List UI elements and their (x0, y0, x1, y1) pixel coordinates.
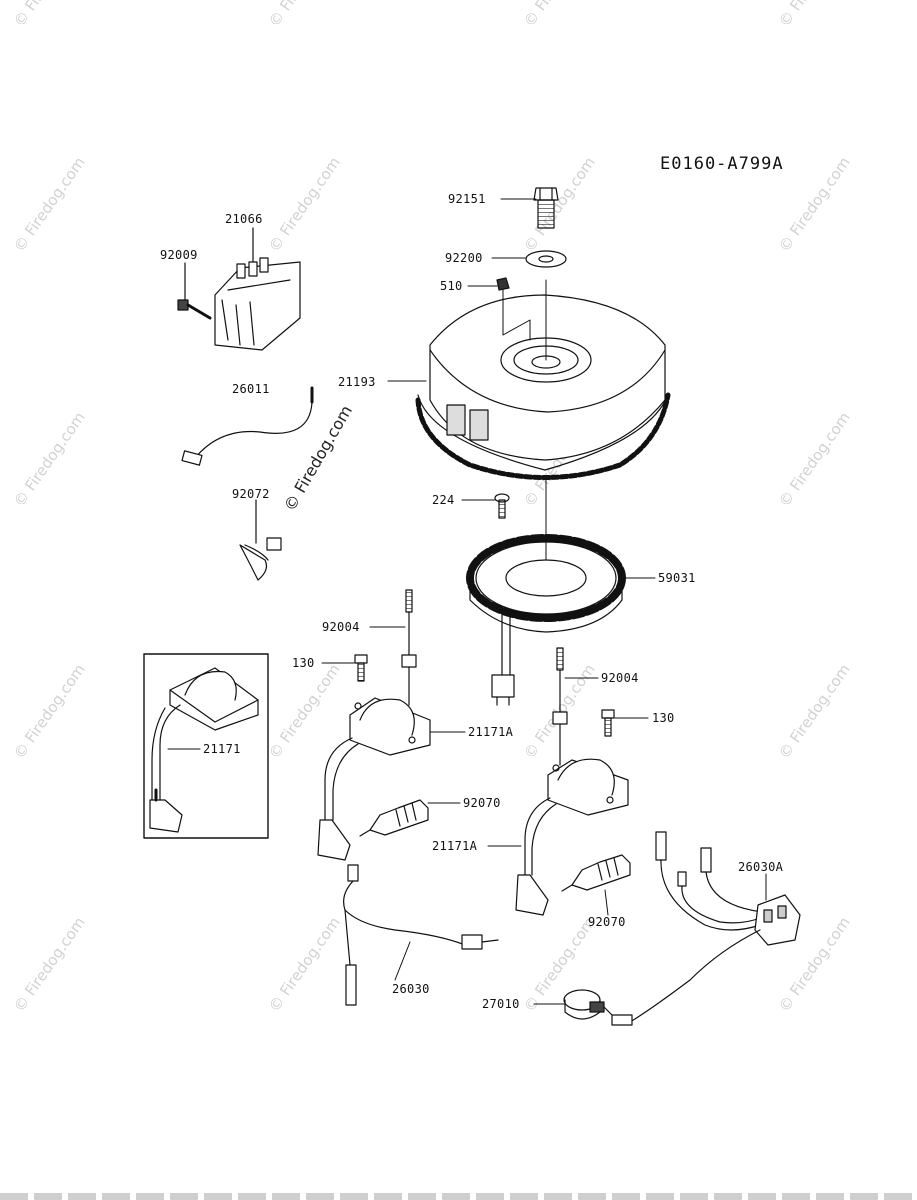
screw-92009 (177, 262, 212, 320)
spark-plug-92070-left (359, 799, 429, 837)
part-label-26011: 26011 (232, 382, 270, 396)
diagram-code: E0160-A799A (660, 154, 784, 174)
part-label-27010: 27010 (482, 997, 520, 1011)
washer-92200 (525, 250, 567, 268)
regulator-21066 (214, 227, 301, 351)
bolt-92151 (533, 187, 559, 229)
part-label-21171: 21171 (203, 742, 241, 756)
part-label-510: 510 (440, 279, 463, 293)
switch-27010 (563, 989, 613, 1020)
part-label-92072: 92072 (232, 487, 270, 501)
part-label-92009: 92009 (160, 248, 198, 262)
harness-26030 (343, 864, 499, 1006)
part-label-224: 224 (432, 493, 455, 507)
part-label-21066: 21066 (225, 212, 263, 226)
terminal-92004-left (401, 589, 417, 706)
leader-lines (167, 198, 767, 1005)
part-label-92004-left: 92004 (322, 620, 360, 634)
flywheel-21193 (415, 279, 671, 480)
page-bottom-edge (0, 1193, 917, 1200)
stator-59031 (466, 479, 626, 706)
part-label-92070-left: 92070 (463, 796, 501, 810)
part-label-92200: 92200 (445, 251, 483, 265)
part-label-26030: 26030 (392, 982, 430, 996)
bolt-224 (494, 493, 510, 519)
part-label-21193: 21193 (338, 375, 376, 389)
part-label-21171A-right: 21171A (432, 839, 478, 853)
part-label-92004-right: 92004 (601, 671, 639, 685)
part-label-59031: 59031 (658, 571, 696, 585)
coil-21171A-left (317, 697, 431, 861)
part-label-26030A: 26030A (738, 860, 784, 874)
spark-plug-92070-right (561, 854, 631, 892)
bolt-130-right (601, 709, 615, 737)
clamp-92072 (239, 499, 282, 581)
coil-21171-inset (143, 653, 269, 839)
bolt-130-left (354, 654, 368, 682)
part-label-130-right: 130 (652, 711, 675, 725)
lead-26011 (181, 386, 314, 466)
part-label-92070-right: 92070 (588, 915, 626, 929)
coil-21171A-right (515, 758, 629, 916)
part-label-21171A-left: 21171A (468, 725, 514, 739)
terminal-92004-right (552, 647, 568, 766)
part-label-92151: 92151 (448, 192, 486, 206)
harness-26030A (611, 831, 801, 1026)
key-510 (496, 277, 510, 291)
part-label-130-left: 130 (292, 656, 315, 670)
